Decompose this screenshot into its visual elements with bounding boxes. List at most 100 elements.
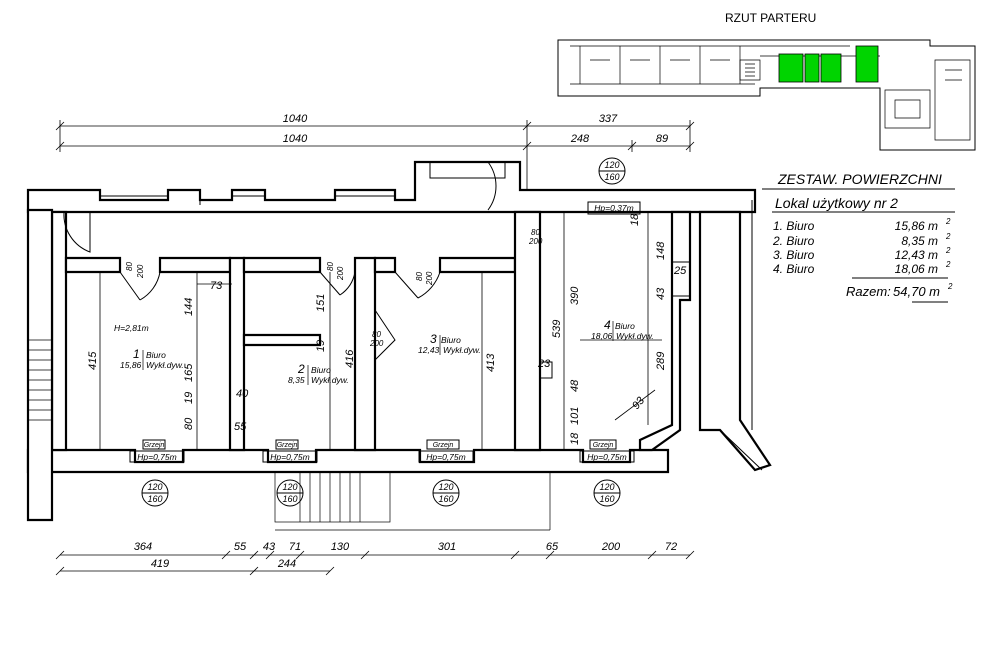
window-width: 120 — [147, 482, 162, 492]
dim-label: 89 — [656, 133, 668, 145]
entrance-steps — [274, 471, 551, 531]
dim-label: 337 — [599, 113, 618, 125]
dim-label: 419 — [151, 558, 169, 570]
window-width: 120 — [438, 482, 453, 492]
room-height: H=2,81m — [114, 323, 149, 333]
dim-label: 1040 — [283, 113, 308, 125]
room-finish: Wykł.dyw. — [443, 345, 481, 355]
summary-total-value: 54,70 m — [893, 284, 940, 299]
radiator-label: Grzejn — [593, 442, 614, 449]
dim-label: 413 — [485, 353, 497, 372]
door-height: 200 — [369, 339, 384, 348]
dimensions-inner — [99, 211, 672, 450]
key-plan-room-4 — [855, 45, 879, 83]
door-height: 200 — [528, 237, 543, 246]
window-height: 160 — [599, 494, 614, 504]
room-area: 15,86 — [120, 360, 142, 370]
dim-label: 200 — [601, 541, 621, 553]
dim-label: 415 — [87, 351, 99, 370]
key-plan-room-2 — [804, 53, 820, 83]
room-number: 3 — [430, 332, 437, 346]
north-window-sill: Hp=0,37m — [594, 203, 633, 213]
summary-row-value: 18,06 m — [895, 262, 938, 276]
north-window-height: 160 — [604, 172, 619, 182]
dim-label: 43 — [655, 287, 667, 300]
dim-label: 93 — [630, 394, 648, 412]
dim-label: 248 — [570, 133, 590, 145]
dim-label: 72 — [665, 541, 677, 553]
dim-label: 18 — [629, 213, 641, 226]
window-width: 120 — [599, 482, 614, 492]
inner-dim-labels: 73 144 165 40 80 19 55 415 151 19 416 41… — [87, 213, 687, 445]
dim-label: 65 — [546, 541, 559, 553]
dim-label: 364 — [134, 541, 152, 553]
dim-label: 130 — [331, 541, 350, 553]
window-height: 160 — [147, 494, 162, 504]
dim-label: 80 — [183, 417, 195, 430]
dim-label: 244 — [277, 558, 296, 570]
room-name: Biuro — [146, 350, 166, 360]
room-area: 12,43 — [418, 345, 440, 355]
summary-title: ZESTAW. POWIERZCHNI — [777, 171, 942, 187]
summary-row-label: 3. Biuro — [773, 248, 815, 262]
room-name: Biuro — [311, 365, 331, 375]
room-area: 18,06 — [591, 331, 613, 341]
radiator-label: Grzejn — [144, 442, 165, 449]
room-number: 2 — [297, 362, 305, 376]
window-width: 120 — [282, 482, 297, 492]
dim-label: 55 — [234, 541, 247, 553]
door-tags: 80 200 80 200 80 200 80 200 80 200 — [125, 228, 543, 348]
door-height: 200 — [136, 264, 145, 279]
summary-total-label: Razem: — [846, 284, 891, 299]
door-height: 200 — [425, 271, 434, 286]
dim-label: 144 — [183, 298, 195, 316]
summary-row-label: 1. Biuro — [773, 219, 815, 233]
dimensions-bottom: 364 55 43 71 130 301 65 200 72 419 244 — [55, 541, 695, 576]
window-tags: 120 160 Hp=0,37m 120 160 Hp=0,75m Grzejn… — [129, 157, 641, 507]
dim-label: 48 — [569, 379, 581, 392]
window-height: 160 — [438, 494, 453, 504]
room-labels: H=2,81m 1 Biuro 15,86 Wykł.dyw. 2 Biuro … — [114, 318, 654, 385]
room-number: 4 — [604, 318, 611, 332]
window-sill: Hp=0,75m — [426, 452, 465, 462]
dim-label: 148 — [655, 241, 667, 260]
door-width: 80 — [125, 262, 134, 271]
summary-row-sup: 2 — [945, 232, 951, 241]
key-plan: RZUT PARTERU — [557, 11, 976, 151]
window-sill: Hp=0,75m — [270, 452, 309, 462]
summary-row-value: 15,86 m — [895, 219, 938, 233]
summary-unit-name: Lokal użytkowy nr 2 — [775, 195, 898, 211]
room-finish: Wykł.dyw. — [311, 375, 349, 385]
room-finish: Wykł.dyw. — [146, 360, 184, 370]
summary-row-label: 2. Biuro — [772, 234, 815, 248]
dim-label: 151 — [315, 294, 327, 312]
dim-label: 55 — [234, 421, 247, 433]
radiator-label: Grzejn — [277, 442, 298, 449]
door-width: 80 — [372, 330, 381, 339]
door-width: 80 — [415, 272, 424, 281]
dim-label: 539 — [551, 320, 563, 338]
door-width: 80 — [531, 228, 540, 237]
window-sill: Hp=0,75m — [137, 452, 176, 462]
dim-label: 289 — [655, 352, 667, 371]
room-area: 8,35 — [288, 375, 305, 385]
door-width: 80 — [326, 262, 335, 271]
room-number: 1 — [133, 347, 140, 361]
dim-label: 1040 — [283, 133, 308, 145]
window-height: 160 — [282, 494, 297, 504]
room-name: Biuro — [441, 335, 461, 345]
radiator-label: Grzejn — [433, 442, 454, 449]
dim-label: 25 — [673, 265, 687, 277]
room-finish: Wykł.dyw. — [616, 331, 654, 341]
dim-label: 73 — [210, 280, 223, 292]
summary-row-value: 12,43 m — [895, 248, 938, 262]
window-sill: Hp=0,75m — [587, 452, 626, 462]
door-height: 200 — [336, 266, 345, 281]
dim-label: 416 — [344, 349, 356, 368]
dim-label: 18 — [569, 432, 581, 445]
summary-row-label: 4. Biuro — [773, 262, 815, 276]
dim-label: 165 — [183, 363, 195, 382]
dim-label: 43 — [263, 541, 276, 553]
key-plan-room-1 — [778, 53, 804, 83]
